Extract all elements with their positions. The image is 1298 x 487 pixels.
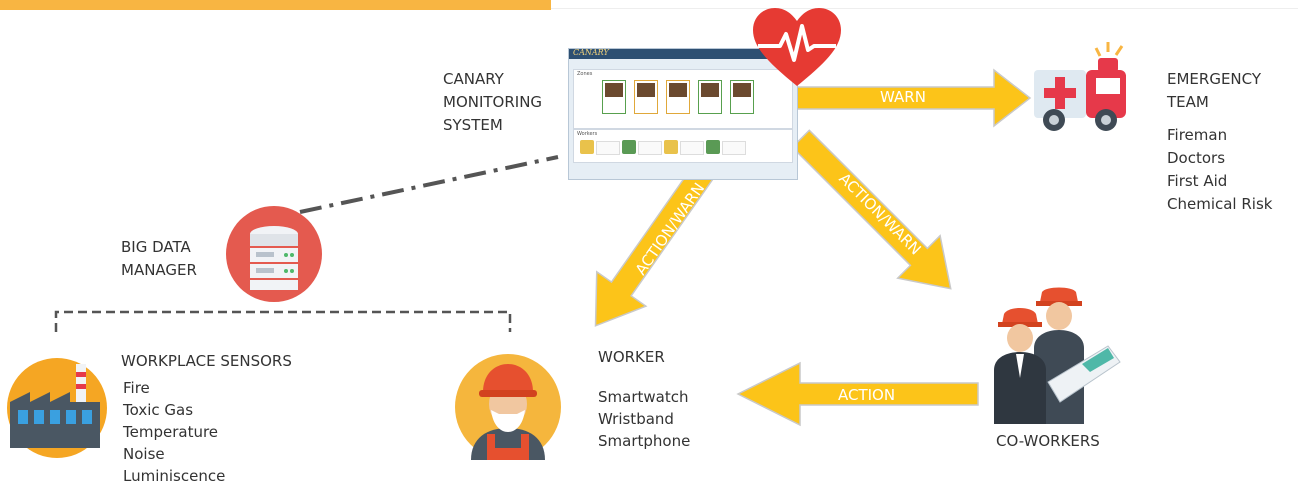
worker-device: Smartwatch <box>598 388 689 406</box>
warn-arrow-label: WARN <box>880 88 926 106</box>
worker-card <box>680 141 704 155</box>
monitoring-label-line-3: SYSTEM <box>443 116 503 134</box>
worker-icon <box>455 354 561 460</box>
worker-avatar <box>622 140 636 154</box>
coworkers-title: CO-WORKERS <box>996 432 1100 450</box>
worker-avatar <box>580 140 594 154</box>
zone-card <box>666 80 690 114</box>
monitoring-system-label: CANARY MONITORING SYSTEM <box>443 68 542 137</box>
worker-avatar <box>664 140 678 154</box>
emergency-member: First Aid <box>1167 172 1228 190</box>
emergency-member: Fireman <box>1167 126 1228 144</box>
monitoring-label-line-2: MONITORING <box>443 93 543 111</box>
zone-card <box>602 80 626 114</box>
action-warn-arrow-left <box>594 162 716 327</box>
monitoring-screenshot: CANARY Zones Workers <box>568 48 798 180</box>
zone-card <box>730 80 754 114</box>
worker-device: Wristband <box>598 410 674 428</box>
top-accent-bar <box>0 0 551 10</box>
sensor-item: Luminiscence <box>123 467 226 485</box>
zones-panel: Zones <box>573 69 793 129</box>
emergency-team-title: EMERGENCY TEAM <box>1167 68 1261 114</box>
factory-icon <box>7 358 107 458</box>
worker-device: Smartphone <box>598 432 691 450</box>
connector-monitoring-bigdata <box>299 155 559 214</box>
coworkers-icon <box>994 287 1121 424</box>
emergency-member: Doctors <box>1167 149 1226 167</box>
warn-arrow <box>795 68 1032 128</box>
worker-title: WORKER <box>598 348 665 366</box>
app-logo-text: CANARY <box>573 48 609 57</box>
heart-monitor-icon <box>753 8 841 86</box>
emergency-title-line-1: EMERGENCY <box>1167 70 1262 88</box>
worker-devices: Smartwatch Wristband Smartphone <box>598 386 690 452</box>
workers-panel: Workers <box>573 129 793 163</box>
action-warn-arrow-right <box>791 129 952 290</box>
zone-card <box>698 80 722 114</box>
zone-card <box>634 80 658 114</box>
zones-panel-title: Zones <box>577 71 593 77</box>
monitoring-label-line-1: CANARY <box>443 70 504 88</box>
workplace-sensors-list: Fire Toxic Gas Temperature Noise Luminis… <box>123 377 225 487</box>
emergency-member: Chemical Risk <box>1167 195 1273 213</box>
emergency-title-line-2: TEAM <box>1167 93 1209 111</box>
worker-card <box>722 141 746 155</box>
worker-card <box>638 141 662 155</box>
action-arrow-label: ACTION <box>838 386 896 404</box>
sensor-item: Toxic Gas <box>123 401 194 419</box>
big-data-label-line-1: BIG DATA <box>121 238 191 256</box>
database-server-icon <box>226 206 322 302</box>
worker-card <box>596 141 620 155</box>
worker-avatar <box>706 140 720 154</box>
ambulance-icon <box>1034 42 1126 131</box>
sensor-item: Fire <box>123 379 150 397</box>
big-data-manager-label: BIG DATA MANAGER <box>121 236 197 282</box>
connector-bigdata-sensors-worker <box>54 310 512 332</box>
workplace-sensors-title: WORKPLACE SENSORS <box>121 352 292 370</box>
sensor-item: Temperature <box>123 423 219 441</box>
top-divider <box>551 8 1298 9</box>
workers-panel-title: Workers <box>577 131 598 137</box>
emergency-team-members: Fireman Doctors First Aid Chemical Risk <box>1167 124 1272 216</box>
app-header: CANARY <box>569 49 797 59</box>
big-data-label-line-2: MANAGER <box>121 261 197 279</box>
sensor-item: Noise <box>123 445 165 463</box>
action-arrow <box>736 361 979 427</box>
